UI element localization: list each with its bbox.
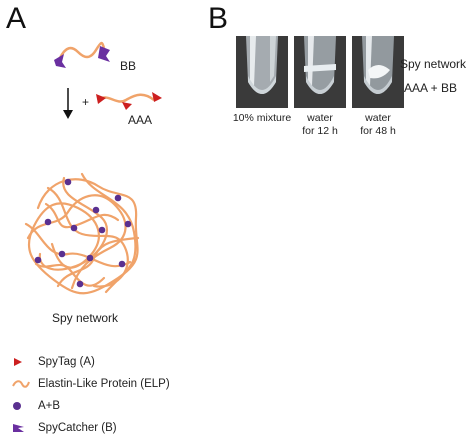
tube-caption-2-line2: for 12 h (302, 124, 338, 137)
tube-caption-3: water for 48 h (342, 112, 414, 137)
bb-label: BB (120, 59, 137, 73)
aaa-label: AAA (128, 113, 153, 127)
legend-elp-label: Elastin-Like Protein (ELP) (38, 378, 170, 390)
legend-spytag-label: SpyTag (A) (38, 356, 95, 368)
bb-molecule-icon (54, 41, 110, 68)
tube-caption-3-line1: water (365, 112, 391, 124)
tube-caption-1: 10% mixture (226, 112, 298, 125)
panel-a-label: A (6, 2, 27, 35)
tube-photo-12h (294, 36, 346, 108)
reaction-arrow-icon (63, 88, 73, 119)
plus-sign: + (82, 95, 90, 109)
legend: SpyTag (A) Elastin-Like Protein (ELP) A+… (12, 356, 212, 436)
spycatcher-flag-icon (13, 424, 24, 432)
dot-icon (13, 402, 21, 410)
tube-caption-1-line1: 10% mixture (232, 112, 292, 124)
legend-ab-label: A+B (38, 400, 61, 412)
tube-photo-48h (352, 36, 404, 108)
spy-network-icon (24, 172, 140, 295)
tube-caption-2-line1: water (307, 112, 333, 124)
panel-b-label: B (208, 2, 229, 35)
elp-wave-icon (12, 380, 30, 388)
tube-caption-3-line2: for 48 h (360, 124, 396, 137)
tube-caption-2: water for 12 h (284, 112, 356, 137)
panel-b-side-title: Spy network (400, 57, 467, 71)
aaa-molecule-icon (96, 92, 162, 110)
tube-photo-mixture (236, 36, 288, 108)
panel-b-side-sub: AAA + BB (404, 81, 458, 95)
spy-network-label: Spy network (52, 311, 119, 325)
legend-spycatcher-label: SpyCatcher (B) (38, 422, 117, 434)
spytag-triangle-icon (14, 358, 22, 366)
